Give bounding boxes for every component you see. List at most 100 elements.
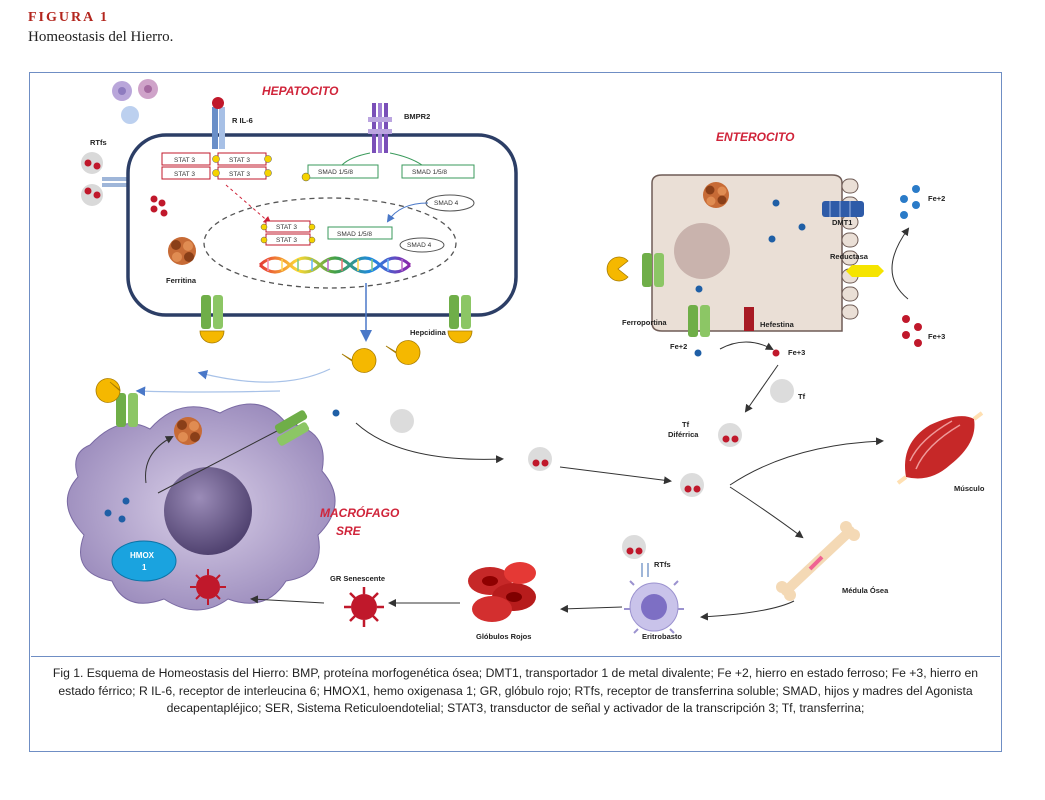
bone-icon [776,521,860,601]
figure-subtitle: Homeostasis del Hierro. [28,29,174,45]
gr-senescente-label: GR Senescente [330,574,385,583]
stat3-pair-right: STAT 3 STAT 3 [212,152,272,180]
hepatocyte-membrane [126,133,518,317]
tf-loaded-icon-2 [680,473,704,497]
erythroblast-icon [624,580,684,634]
stat3-text: STAT 3 [229,157,250,164]
tf-label: Tf [798,392,806,401]
stat3-nuclear: STAT 3 STAT 3 [260,220,316,246]
hefestina-icon [744,307,754,331]
cytokine-cells-icon [112,79,158,124]
eritroblasto-label: Eritrobasto [642,632,682,641]
ferritin-icon [168,237,196,265]
musculo-label: Músculo [954,484,985,493]
muscle-icon [896,411,984,485]
reductase-icon [846,265,884,277]
smad4-text: SMAD 4 [434,200,459,207]
fe2-mid-dot [694,349,702,357]
globulos-label: Glóbulos Rojos [476,632,531,641]
hefestina-label: Hefestina [760,320,795,329]
ferroportin-hepatocyte-left [199,295,225,344]
hepcidin-to-macrophage-arrow [135,386,281,397]
iron-dots-enterocyte [768,199,806,243]
macrophage-title-2: SRE [336,524,362,538]
senescent-rbc-icon [344,587,384,627]
iron-dots-hepatocyte [150,195,168,217]
fe2-mid-label: Fe+2 [670,342,687,351]
ferroportin-enterocyte-left [606,253,664,287]
smad158-text: SMAD 1/5/8 [412,169,447,176]
enterocyte-title: ENTEROCITO [716,130,795,144]
smad4-text: SMAD 4 [407,242,432,249]
reductasa-label: Reductasa [830,252,869,261]
tf-to-muscle-arrow [729,437,884,486]
ferritina-label: Ferritina [166,276,197,285]
marrow-to-erythroblast-arrow [700,600,795,621]
dna-icon [258,256,412,274]
dmt1-transporter-icon [822,201,864,217]
dmt1-label: DMT1 [832,218,852,227]
hepcidin-to-hepatocyte-arrow [197,368,331,383]
smad158-text: SMAD 1/5/8 [337,231,372,238]
tf-circulation-arrow [559,466,672,485]
bmpr2-receptor-icon [368,103,392,153]
stat3-text: STAT 3 [276,224,297,231]
ferroportin-macrophage-left [95,378,138,427]
hmox1-icon [111,540,177,582]
ferritin-enterocyte-icon [703,182,729,208]
iron-export-arrow [157,418,302,494]
stat3-text: STAT 3 [174,171,195,178]
fe3-mid-label: Fe+3 [788,348,805,357]
senescent-to-macrophage-arrow [250,595,325,604]
tf-diferric-icon [718,423,742,447]
fe3-dots-outside [902,315,922,347]
tf-diferrica-label-1: Tf [682,420,690,429]
smad-boxes-top: SMAD 1/5/8 SMAD 1/5/8 SMAD 4 [301,152,475,223]
bmpr2-label: BMPR2 [404,112,430,121]
red-blood-cells-icon [468,562,536,622]
senescent-rbc-in-macrophage-icon [190,569,226,605]
il6-receptor-icon [212,97,225,149]
ferroportina-label: Ferroportina [622,318,667,327]
fe3-mid-dot [772,349,780,357]
tf-to-marrow-arrow [729,486,804,539]
hmox-label-1: HMOX [130,551,155,560]
tf-loaded-icon-1 [528,447,552,471]
oxidation-arrow [719,341,774,350]
ferritin-macrophage-icon [174,417,202,445]
figure-label: FIGURA 1 [28,10,109,25]
figure-caption: Fig 1. Esquema de Homeostasis del Hierro… [52,666,979,715]
enterocyte-cell [651,174,859,332]
apo-tf-circulating-icon [390,409,414,433]
fe2-dots-outside [900,185,920,219]
reduction-arrow [891,227,910,300]
iron-homeostasis-diagram: RTfs HEPATOCITO R IL-6 BMPR2 STAT 3 STAT… [66,79,985,641]
iron-loading-arrow [355,422,504,464]
ril6-label: R IL-6 [232,116,253,125]
iron-dots-macrophage [104,497,130,523]
medula-label: Médula Ósea [842,586,889,595]
ferroportin-macrophage-right [274,410,310,446]
figure-frame [29,72,1002,752]
transferrin-receptors-left [81,152,132,206]
figure-caption-box: Fig 1. Esquema de Homeostasis del Hierro… [31,656,1000,750]
stat3-text: STAT 3 [174,157,195,164]
ferroportin-hepatocyte-right [447,295,473,344]
tf-diferrica-label-2: Diférrica [668,430,699,439]
fe3-right-label: Fe+3 [928,332,945,341]
smad-nuclear: SMAD 1/5/8 SMAD 4 [327,226,445,253]
hepatocyte-title: HEPATOCITO [262,84,339,98]
fe3-to-tf-arrow [744,364,779,413]
fe2-right-label: Fe+2 [928,194,945,203]
hepatocyte-nucleus [203,197,457,289]
macrophage-title-1: MACRÓFAGO [320,505,400,520]
iron-to-ferritin-arrow [145,436,174,484]
hmox-label-2: 1 [142,563,147,572]
hepcidin-icons [341,340,421,373]
tf-on-erythroblast-icon [622,535,649,577]
rtfs-bottom-label: RTfs [654,560,671,569]
stat3-text: STAT 3 [229,171,250,178]
ferroportin-enterocyte-bottom [688,285,710,337]
stat3-translocation-arrow [225,184,272,225]
hepcidina-label: Hepcidina [410,328,447,337]
